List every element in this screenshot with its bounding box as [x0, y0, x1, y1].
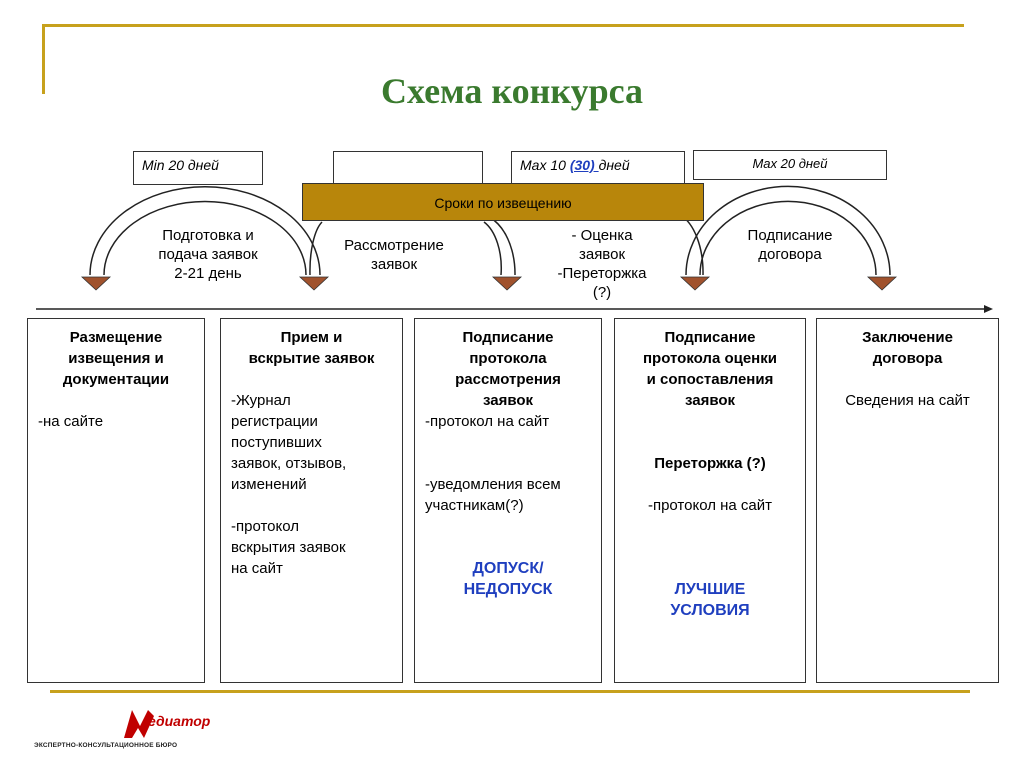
arc-label-line: 2-21 день [174, 265, 242, 282]
timeline-arcs [36, 185, 993, 313]
column-heading-line: Подписание [462, 329, 554, 346]
marker-1 [80, 276, 112, 291]
timeline-arrow-head [984, 305, 993, 313]
best-conditions-label: ЛУЧШИЕ [674, 581, 746, 598]
arc-label-line: заявок [370, 256, 418, 273]
page-title: Схема конкурса [380, 71, 644, 111]
column-text-line: -протокол на сайт [425, 413, 550, 430]
arc-label-line: договора [758, 246, 822, 263]
admission-label: НЕДОПУСК [463, 581, 553, 598]
marker-2 [298, 276, 330, 291]
arc-4-outer [685, 185, 891, 276]
arc-label-contract: Подписание договора [726, 226, 854, 264]
arc-label-line: подача заявок [158, 246, 258, 263]
column-heading-line: Прием и [280, 329, 343, 346]
arc-label-line: - Оценка [571, 227, 633, 244]
duration-box-min20: Min 20 дней [133, 151, 263, 185]
arc-label-line: (?) [592, 284, 612, 301]
column-text-line: участникам(?) [425, 497, 524, 514]
best-conditions-label: УСЛОВИЯ [670, 602, 750, 619]
column-text-line: -на сайте [38, 413, 104, 430]
rebidding-label: Переторжка (?) [654, 455, 766, 472]
column-text-line: заявок, отзывов, [231, 455, 347, 472]
arc-3-inner [483, 221, 503, 276]
column-review-protocol: Подписание протокола рассмотрения заявок… [414, 318, 602, 683]
arc-label-evaluation: - Оценка заявок -Переторжка (?) [538, 226, 666, 302]
column-text-line: регистрации [231, 413, 318, 430]
column-heading-line: извещения и [68, 350, 164, 367]
arc-3-outer [469, 213, 516, 276]
marker-5 [866, 276, 898, 291]
arc-4-inner [699, 200, 877, 276]
arc-label-line: -Переторжка [557, 265, 647, 282]
arc-label-line: Рассмотрение [344, 237, 444, 254]
left-frame-line [42, 24, 45, 94]
column-notice: Размещение извещения и документации -на … [27, 318, 205, 683]
arc-label-line: заявок [578, 246, 626, 263]
column-heading-line: вскрытие заявок [248, 350, 375, 367]
arc-label-preparation: Подготовка и подача заявок 2-21 день [140, 226, 276, 283]
column-heading-line: протокола оценки [643, 350, 777, 367]
column-heading-line: и сопоставления [646, 371, 774, 388]
logo-name: едиатор [148, 713, 211, 729]
duration-max10-suffix: дней [598, 157, 630, 173]
duration-max10-prefix: Max 10 [520, 157, 570, 173]
column-text-line: -уведомления всем [425, 476, 561, 493]
column-heading-line: Размещение [69, 329, 163, 346]
column-receipt: Прием и вскрытие заявок -Журнал регистра… [220, 318, 403, 683]
duration-box-max10: Max 10 (30) дней [511, 151, 685, 185]
arc-1-outer [89, 186, 321, 276]
column-text-line: на сайт [231, 560, 283, 577]
column-heading-line: Подписание [664, 329, 756, 346]
column-heading-line: Заключение [862, 329, 953, 346]
column-text-line: поступивших [231, 434, 322, 451]
arc-1-inner [103, 200, 307, 276]
notice-deadline-band: Сроки по извещению [302, 183, 704, 221]
arc-2-outer [309, 221, 323, 276]
marker-4 [679, 276, 711, 291]
arc-label-line: Подготовка и [162, 227, 254, 244]
mediator-logo-icon [124, 710, 154, 738]
column-text-line: вскрытия заявок [231, 539, 346, 556]
column-heading-line: рассмотрения [455, 371, 561, 388]
column-text-line: Сведения на сайт [845, 392, 970, 409]
logo-subtitle: ЭКСПЕРТНО-КОНСУЛЬТАЦИОННОЕ БЮРО [34, 742, 178, 749]
arc-label-line: Подписание [747, 227, 833, 244]
marker-3 [491, 276, 523, 291]
duration-box-max20: Max 20 дней [693, 150, 887, 180]
bottom-frame-line [50, 690, 970, 693]
column-text-line: -Журнал [231, 392, 291, 409]
column-text-line: -протокол на сайт [647, 497, 773, 514]
top-frame-line [42, 24, 964, 27]
duration-max10-link[interactable]: (30) [569, 157, 599, 173]
column-heading-line: заявок [684, 392, 736, 409]
column-evaluation-protocol: Подписание протокола оценки и сопоставле… [614, 318, 806, 683]
column-heading-line: протокола [469, 350, 547, 367]
column-heading-line: документации [62, 371, 170, 388]
arc-label-review: Рассмотрение заявок [334, 236, 454, 274]
column-heading-line: заявок [482, 392, 534, 409]
column-heading-line: договора [872, 350, 943, 367]
admission-label: ДОПУСК/ [472, 560, 544, 577]
column-text-line: -протокол [231, 518, 300, 535]
column-text-line: изменений [231, 476, 307, 493]
column-contract: Заключение договора Сведения на сайт [816, 318, 999, 683]
